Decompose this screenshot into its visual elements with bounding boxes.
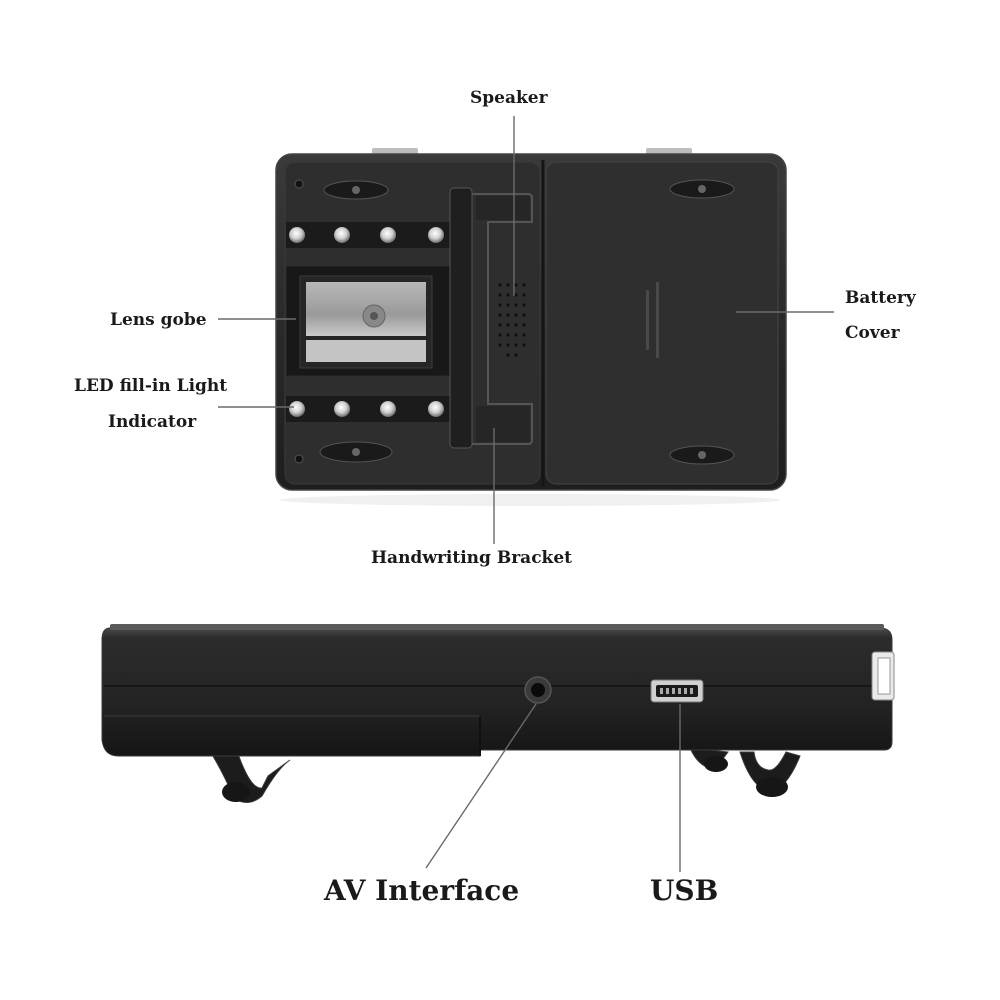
label-av-interface: AV Interface: [324, 874, 520, 907]
leader-lines: [218, 116, 834, 872]
device-side-view: [101, 624, 895, 803]
usb-port: [650, 679, 704, 703]
led-row-top: [286, 222, 456, 248]
speaker-grille: [498, 283, 526, 357]
label-lens-gobe: Lens gobe: [110, 310, 207, 330]
label-battery-line2: Cover: [845, 323, 900, 343]
led-row-bottom: [286, 396, 456, 422]
lens-gobe: [285, 265, 453, 377]
av-interface-leader: [425, 703, 537, 869]
device-back-view: [275, 148, 787, 506]
handwriting-bracket: [449, 187, 533, 449]
label-led-line1: LED fill-in Light: [74, 376, 228, 396]
label-handwriting-bracket: Handwriting Bracket: [371, 548, 572, 568]
label-usb: USB: [650, 874, 719, 907]
av-jack: [524, 676, 552, 704]
label-battery-line1: Battery: [845, 288, 916, 308]
battery-cover: [545, 161, 779, 485]
label-speaker: Speaker: [470, 88, 548, 108]
label-led-line2: Indicator: [108, 412, 197, 432]
